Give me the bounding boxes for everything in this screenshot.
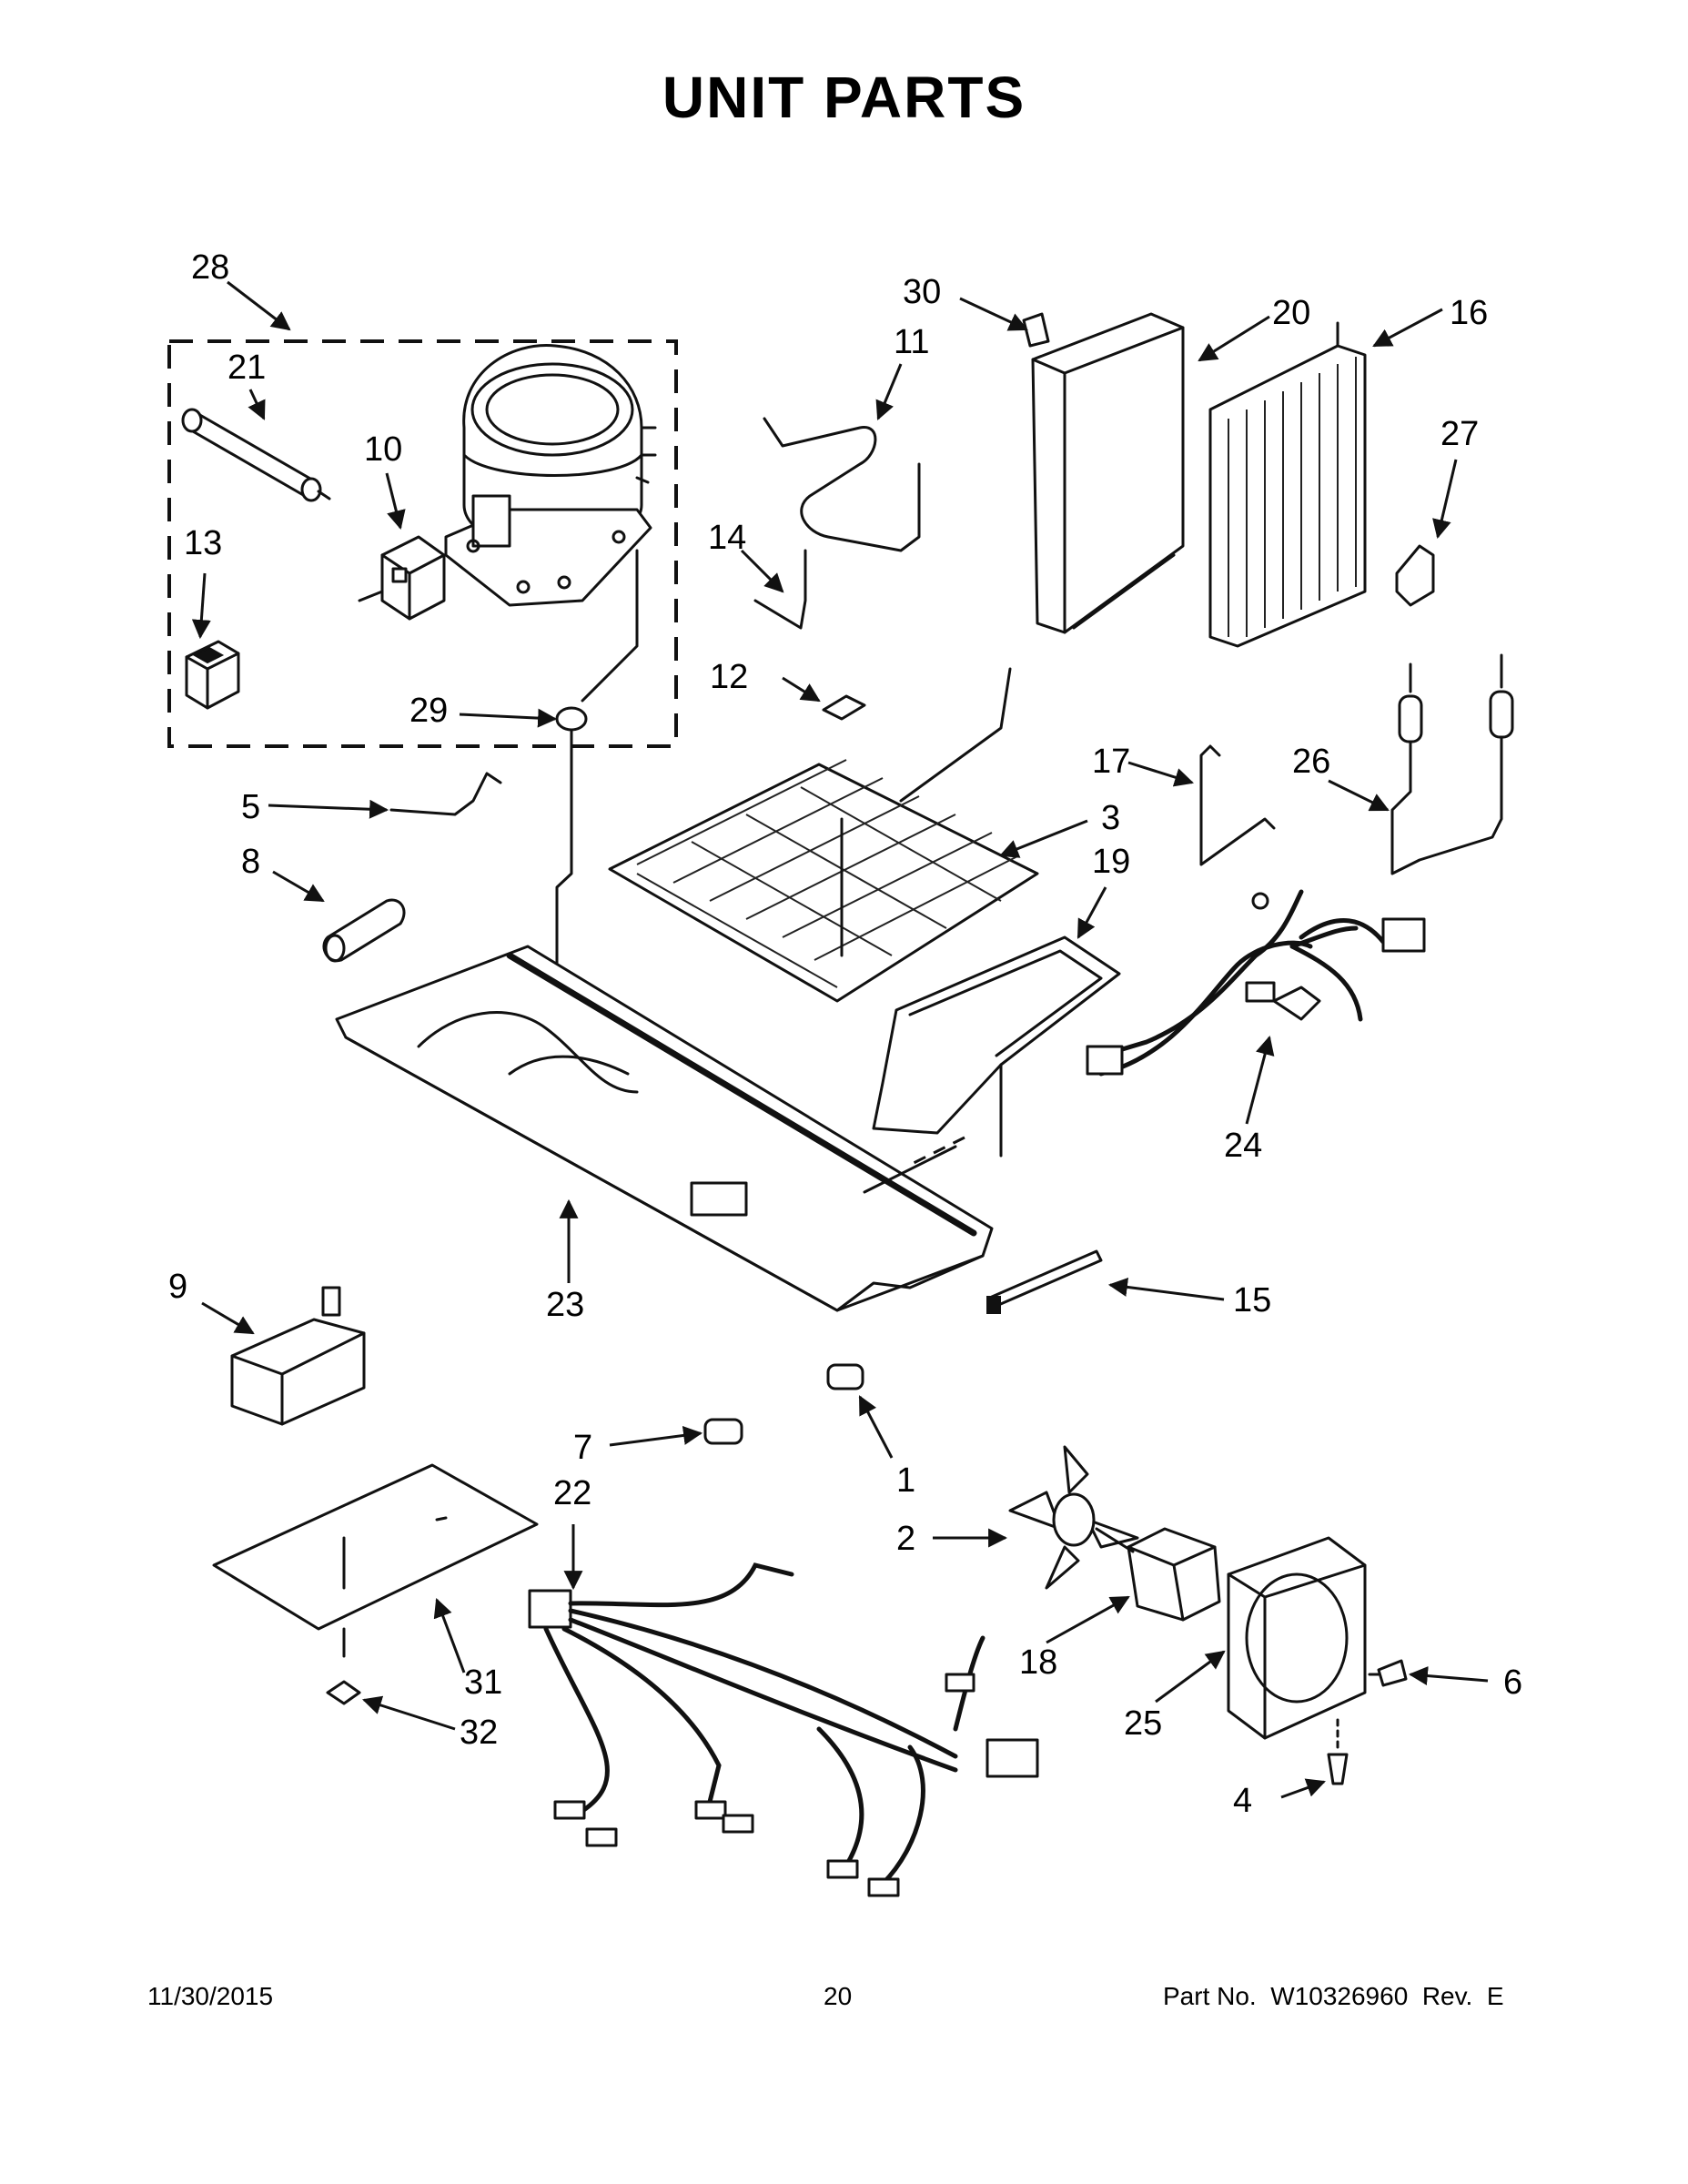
footer-page-number: 20 (824, 1982, 853, 2010)
callout-16: 16 (1450, 294, 1489, 332)
callout-29: 29 (409, 692, 449, 730)
clip-27-part (1395, 544, 1435, 607)
compressor-part (444, 344, 657, 607)
main-wire-harness-part (528, 1562, 1039, 1897)
leader-arrows (191, 280, 1489, 1799)
coil-grid-part (608, 667, 1039, 1003)
insulation-sheet-part (212, 1463, 539, 1658)
tube-26-part (1390, 653, 1514, 875)
callout-28: 28 (191, 248, 230, 287)
callout-23: 23 (546, 1286, 585, 1324)
filter-drier-part (181, 408, 331, 502)
callout-5: 5 (241, 788, 261, 826)
callout-6: 6 (1503, 1663, 1523, 1702)
cable-tie-part (986, 1249, 1103, 1314)
callout-11: 11 (894, 323, 930, 361)
wire-clip-part (389, 772, 502, 816)
callout-15: 15 (1233, 1281, 1272, 1320)
callout-24: 24 (1224, 1127, 1263, 1165)
sleeve-part (322, 898, 406, 963)
fitting-7-part (703, 1418, 743, 1445)
fitting-1-part (826, 1363, 864, 1390)
callout-26: 26 (1292, 743, 1331, 781)
callout-9: 9 (168, 1268, 188, 1306)
callout-19: 19 (1092, 843, 1131, 881)
callout-1: 1 (896, 1461, 916, 1500)
footer-part-number: Part No. W10326960 Rev. E (1163, 1982, 1504, 2010)
condenser-tube-part (763, 417, 921, 552)
callout-25: 25 (1124, 1704, 1163, 1743)
clip-30-part (1022, 312, 1050, 348)
screw-4-part (1327, 1718, 1349, 1785)
fan-shroud-part (1227, 1536, 1367, 1740)
control-board-part (230, 1286, 366, 1426)
page-title: UNIT PARTS (662, 65, 1026, 130)
fan-blade-part (1008, 1445, 1139, 1590)
callout-8: 8 (241, 843, 261, 881)
tube-17-part (1199, 744, 1276, 866)
callout-20: 20 (1272, 294, 1311, 332)
tube-14-part (753, 549, 807, 630)
callout-4: 4 (1233, 1782, 1253, 1820)
callout-27: 27 (1440, 415, 1480, 453)
power-cord-harness-part (1086, 889, 1426, 1077)
callout-12: 12 (710, 658, 749, 696)
callout-17: 17 (1092, 743, 1131, 781)
callout-18: 18 (1019, 1643, 1058, 1682)
compressor-assembly-box (167, 339, 678, 748)
screw-6-part (1368, 1659, 1408, 1687)
callout-14: 14 (708, 519, 747, 557)
grommet-part (555, 549, 639, 1012)
evaporator-part (1208, 321, 1367, 648)
footer-date: 11/30/2015 (147, 1982, 274, 2010)
callout-30: 30 (903, 273, 942, 311)
callout-21: 21 (227, 349, 267, 387)
fastener-32-part (326, 1680, 361, 1705)
capacitor-part (185, 640, 240, 710)
callout-32: 32 (460, 1714, 499, 1752)
callout-3: 3 (1101, 799, 1121, 837)
fan-motor-part (1095, 1527, 1221, 1622)
clip-12-part (822, 694, 866, 721)
evaporator-cover-part (1031, 312, 1185, 634)
callout-13: 13 (184, 524, 223, 562)
base-plate-part (335, 945, 994, 1312)
callout-22: 22 (553, 1474, 592, 1512)
relay-part (358, 535, 446, 621)
callout-7: 7 (573, 1429, 593, 1467)
callout-2: 2 (896, 1520, 916, 1558)
callout-10: 10 (364, 430, 403, 469)
drain-pan-part (872, 935, 1121, 1158)
callout-31: 31 (464, 1663, 503, 1702)
